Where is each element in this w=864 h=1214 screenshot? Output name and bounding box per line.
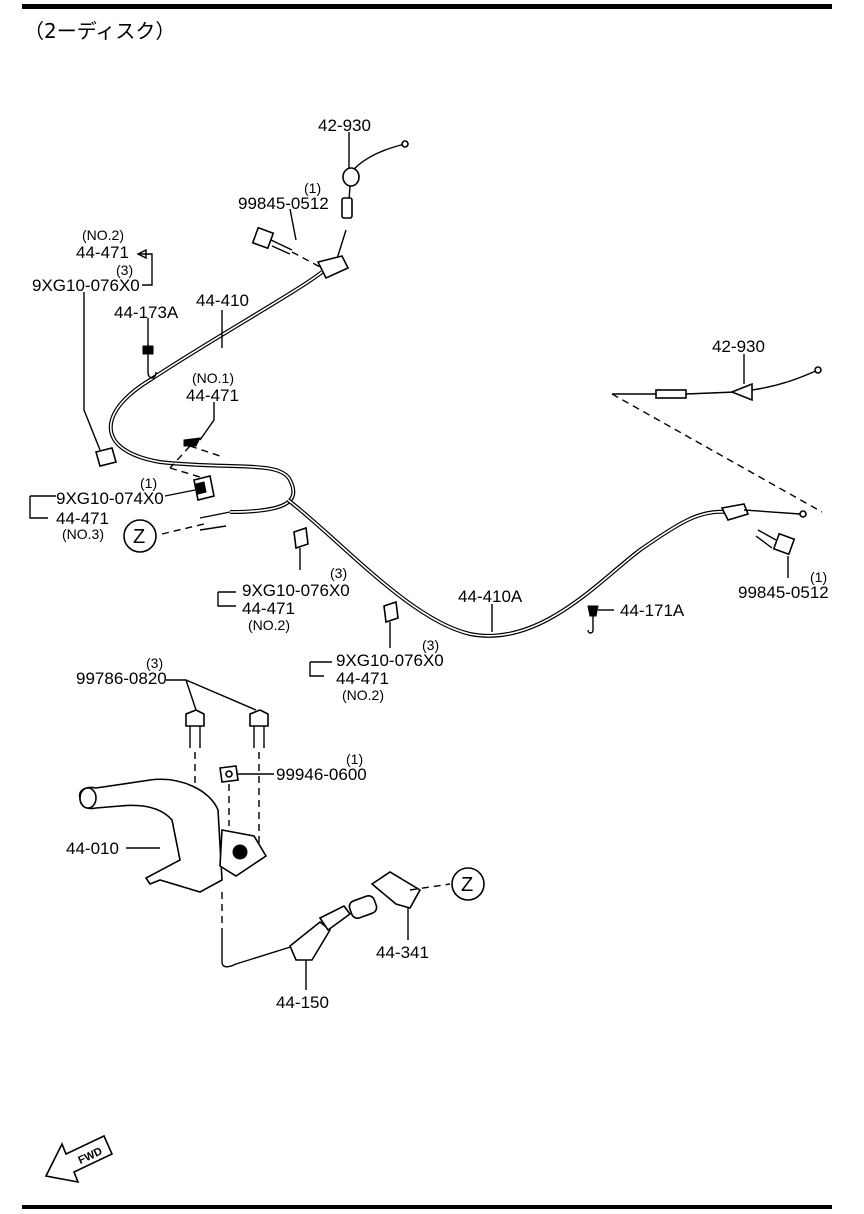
clip-9xg10-074x0 [193,475,215,501]
part-number: 44-410 [196,291,249,310]
callout-44-150: 44-150 [276,993,329,1012]
quantity: (3) [116,262,133,278]
part-number: 44-171A [620,601,685,620]
part-number-secondary: 44-471 [56,509,109,528]
note: (NO.1) [192,370,234,386]
clip-44-171a [587,605,599,634]
zone-marker-z-lower: Z [451,867,485,901]
callout-44-341: 44-341 [376,943,429,962]
note: (NO.3) [62,526,104,542]
part-number: 42-930 [712,337,765,356]
quantity: (3) [422,637,439,653]
part-number: 9XG10-074X0 [56,489,164,508]
note: (NO.2) [248,617,290,633]
callout-44-471-no1: (NO.1) 44-471 [186,370,239,405]
part-number: 99845-0512 [238,194,329,213]
callout-44-471-no2-left: (NO.2) 44-471 (3) 9XG10-076X0 [32,227,140,295]
quantity: (1) [810,569,827,585]
note: (NO.2) [82,227,124,243]
sensor-42-930-right [611,366,823,513]
equalizer-44-150 [221,894,378,968]
part-number-secondary: 9XG10-076X0 [32,276,140,295]
rear-cable-44-410a [286,498,727,638]
callout-44-010: 44-010 [66,839,119,858]
callout-44-471-no2-lower: (3) 9XG10-076X0 44-471 (NO.2) [336,637,444,703]
clip-9xg10-076x0-left [83,292,117,467]
top-rule [22,4,832,9]
part-number: 9XG10-076X0 [336,651,444,670]
leader-lines [29,132,789,990]
clip-44-471-no1 [169,437,221,481]
cable-end-right [720,503,807,521]
callout-99946-0600: (1) 99946-0600 [276,751,367,784]
callout-44-410: 44-410 [196,291,249,310]
nut-99946-0600 [219,765,239,826]
part-number: 99786-0820 [76,669,167,688]
callout-99845-0512-top: (1) 99845-0512 [238,180,329,213]
callout-42-930-top: 42-930 [318,116,371,135]
bottom-rule [22,1205,832,1209]
zone-letter: Z [133,526,145,548]
callout-99786-0820: (3) 99786-0820 [76,655,167,688]
clip-44-173a [142,340,157,379]
callout-44-171a: 44-171A [620,601,685,620]
bracket-44-341 [370,871,451,909]
part-number: 44-173A [114,303,179,322]
part-number: 44-471 [186,386,239,405]
callout-44-471-no2-mid: (3) 9XG10-076X0 44-471 (NO.2) [242,565,350,633]
part-number: 9XG10-076X0 [242,581,350,600]
quantity: (1) [304,180,321,196]
sensor-42-930-top [316,140,409,280]
front-cable-44-410 [108,270,324,514]
clip-9xg10-076x0-mid [293,526,309,550]
quantity: (3) [330,565,347,581]
bolt-99845-0512-top [251,226,323,269]
fwd-arrow-icon: FWD [44,1134,114,1184]
part-number-secondary: 44-471 [242,599,295,618]
part-number: 42-930 [318,116,371,135]
part-number: 44-010 [66,839,119,858]
callout-44-471-no3: (1) 9XG10-074X0 44-471 (NO.3) [56,475,164,542]
part-number: 44-150 [276,993,329,1012]
quantity: (1) [346,751,363,767]
part-number: 44-471 [76,243,129,262]
clip-9xg10-076x0-lower [383,600,399,624]
quantity: (1) [140,475,157,491]
part-number: 99946-0600 [276,765,367,784]
part-number-secondary: 44-471 [336,669,389,688]
lever-44-010 [78,778,268,930]
part-number: 44-341 [376,943,429,962]
zone-marker-z-upper: Z [123,519,157,553]
diagram-heading: （2ーディスク） [24,19,175,43]
callout-42-930-right: 42-930 [712,337,765,356]
part-number: 44-410A [458,587,523,606]
callout-44-173a: 44-173A [114,303,179,322]
part-number: 99845-0512 [738,583,829,602]
note: (NO.2) [342,687,384,703]
bolt-99845-0512-right [755,529,796,556]
callout-99845-0512-right: (1) 99845-0512 [738,569,829,602]
cable-end-stub [199,511,231,531]
callout-44-410a: 44-410A [458,587,523,606]
quantity: (3) [146,655,163,671]
zone-letter: Z [461,874,473,896]
